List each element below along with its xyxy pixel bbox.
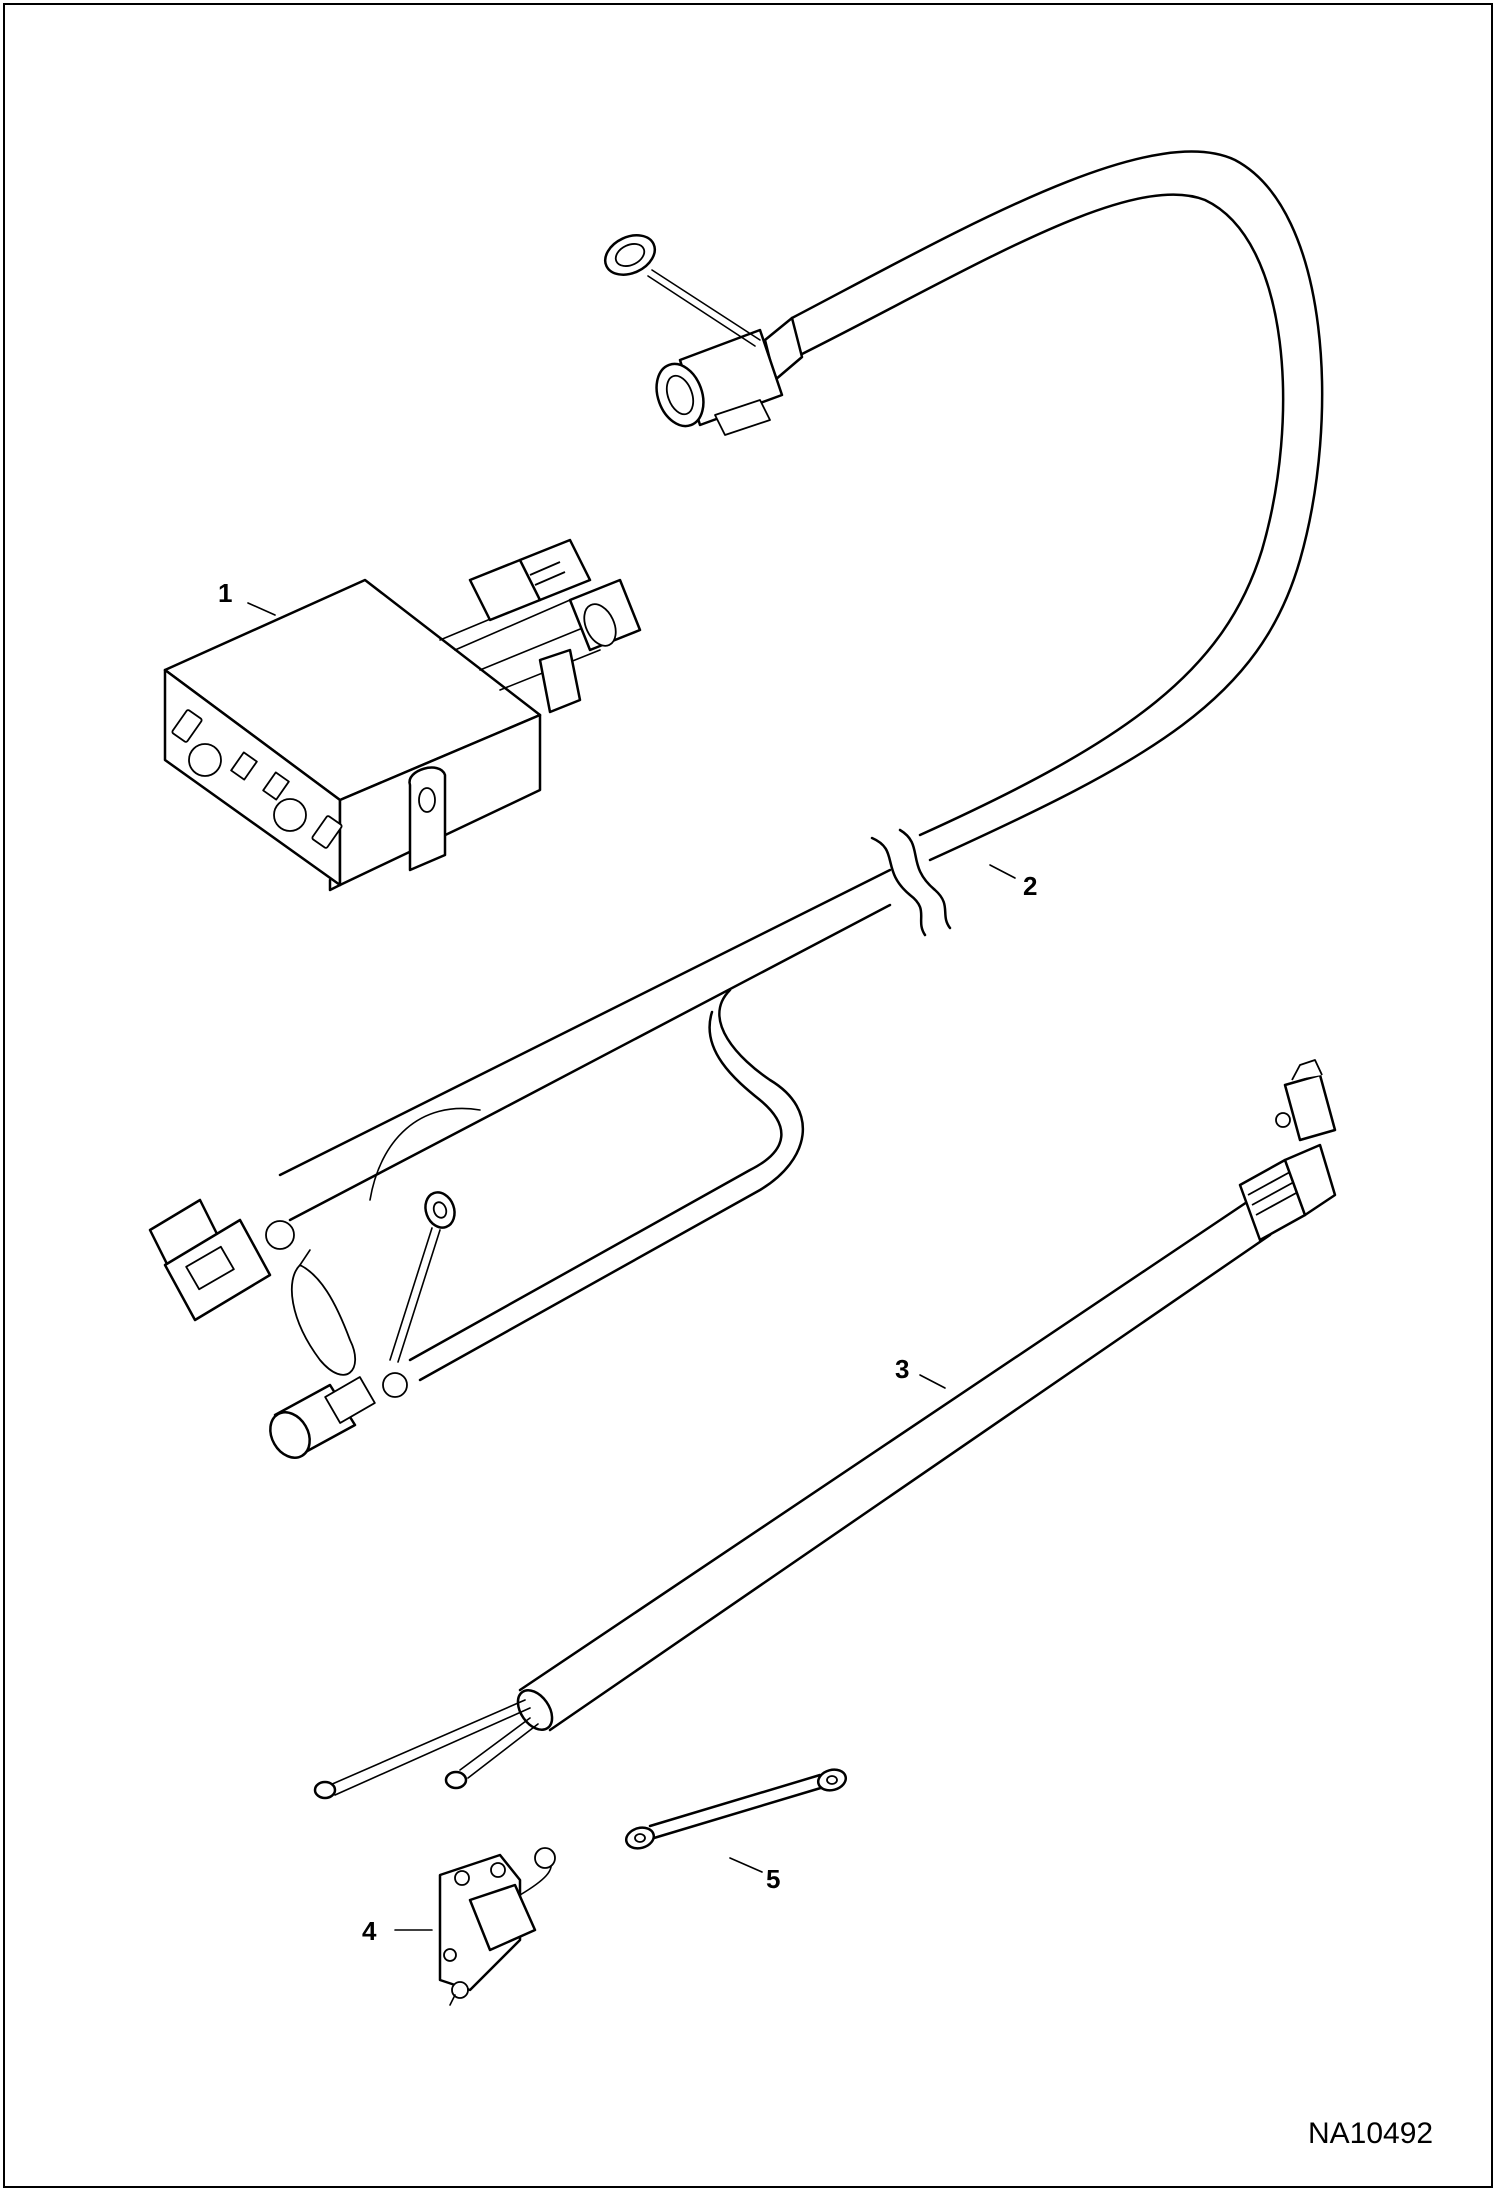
callout-2: 2 xyxy=(1023,871,1037,901)
drawing-frame xyxy=(3,3,1493,2188)
top-connector xyxy=(603,234,804,436)
leader-5 xyxy=(729,1857,763,1873)
callout-5: 5 xyxy=(766,1864,780,1894)
break-mark xyxy=(870,836,927,937)
callout-4: 4 xyxy=(362,1916,377,1946)
drawing-code: NA10492 xyxy=(1308,2117,1433,2150)
callout-3: 3 xyxy=(895,1354,909,1384)
strap-5 xyxy=(624,1768,848,1850)
leader-1 xyxy=(247,602,276,616)
leader-2 xyxy=(989,864,1016,879)
leader-3 xyxy=(919,1374,946,1389)
control-box-1 xyxy=(163,538,642,892)
main-harness-2 xyxy=(148,150,1324,1459)
breaker-4 xyxy=(438,1847,556,2006)
callout-1: 1 xyxy=(218,578,232,608)
branch-connectors xyxy=(148,1191,456,1459)
harness-3 xyxy=(313,1059,1337,1800)
